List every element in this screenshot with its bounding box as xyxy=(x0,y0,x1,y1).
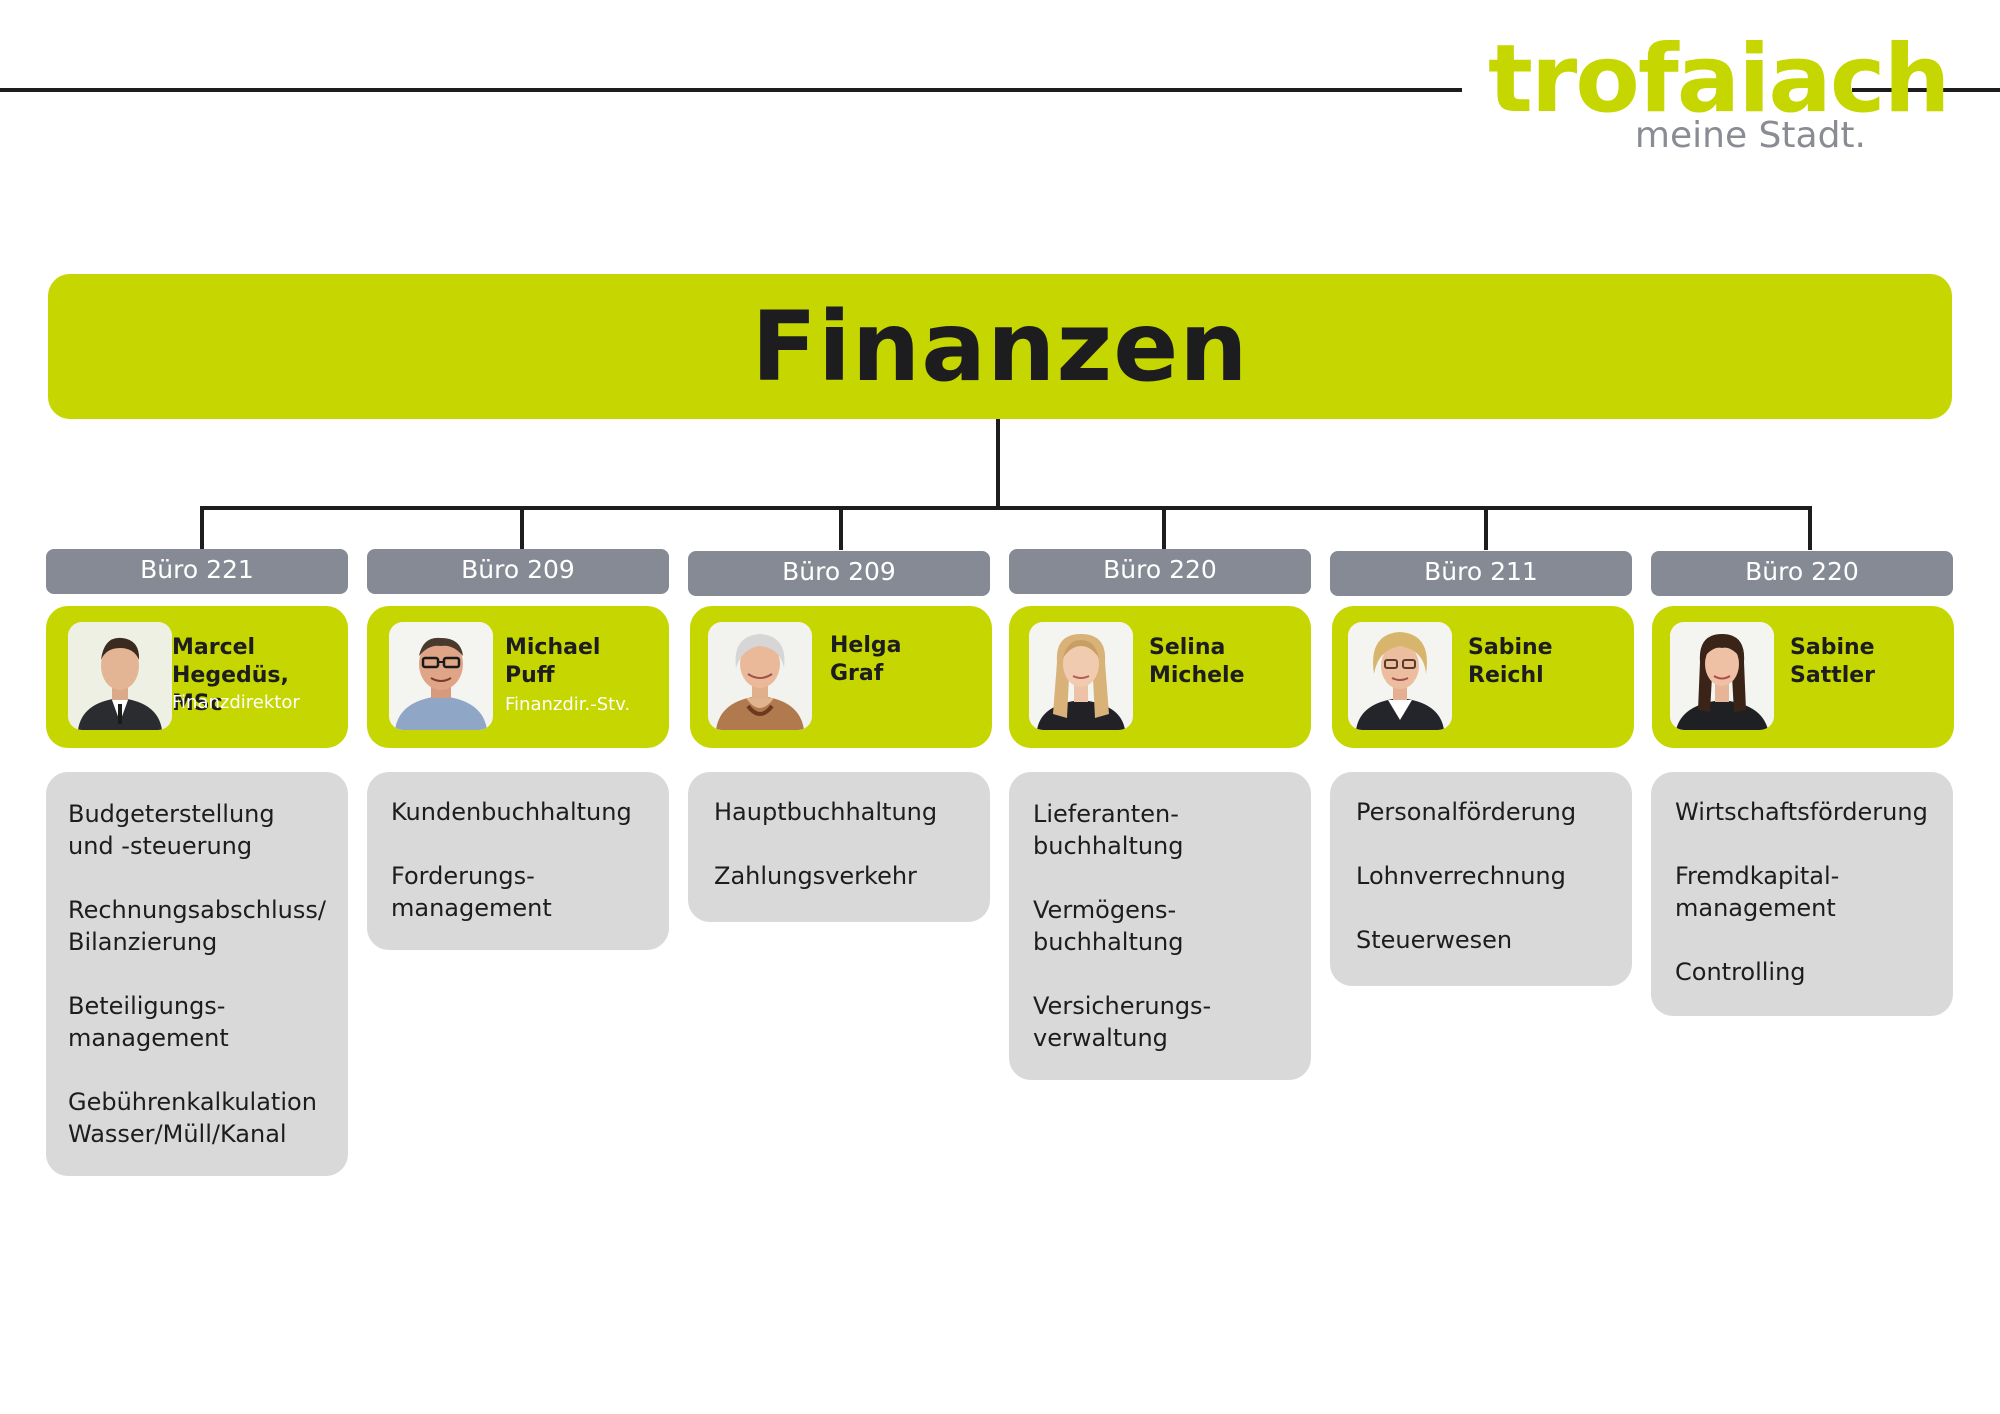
room-badge: Büro 221 xyxy=(46,549,348,594)
connector-drop-1 xyxy=(200,506,204,550)
connector-drop-3 xyxy=(839,506,843,550)
room-badge: Büro 211 xyxy=(1330,551,1632,596)
task-item: Lohnverrechnung xyxy=(1356,862,1566,890)
person-photo-woman-blonde-icon xyxy=(1029,622,1133,730)
task-item: Personalförderung xyxy=(1356,798,1577,826)
task-list: Kundenbuchhaltung Forderungs- management xyxy=(367,772,669,950)
task-item: Controlling xyxy=(1675,958,1806,986)
person-card-michael-puff: Michael Puff Finanzdir.-Stv. xyxy=(367,606,669,748)
person-card-marcel-hegedues: Marcel Hegedüs, MSc Finanzdirektor xyxy=(46,606,348,748)
room-badge: Büro 220 xyxy=(1651,551,1953,596)
task-item: Hauptbuchhaltung xyxy=(714,798,938,826)
task-item: Wirtschaftsförderung xyxy=(1675,798,1928,826)
person-name: Helga Graf xyxy=(830,633,902,686)
task-list: Personalförderung Lohnverrechnung Steuer… xyxy=(1330,772,1632,986)
department-title: Finanzen xyxy=(751,290,1249,403)
task-item: Kundenbuchhaltung xyxy=(391,798,632,826)
person-name: Marcel Hegedüs, MSc xyxy=(172,635,289,716)
logo-word: trofaiach xyxy=(1488,25,1950,134)
person-card-selina-michele: Selina Michele xyxy=(1009,606,1311,748)
connector-drop-4 xyxy=(1162,506,1166,550)
person-photo-woman-brown-hair-icon xyxy=(1670,622,1774,730)
person-card-sabine-sattler: Sabine Sattler xyxy=(1652,606,1954,748)
person-card-sabine-reichl: Sabine Reichl xyxy=(1332,606,1634,748)
task-item: Budgeterstellung und -steuerung xyxy=(68,800,275,860)
person-photo-woman-grey-hair-icon xyxy=(708,622,812,730)
task-item: Rechnungsabschluss/ Bilanzierung xyxy=(68,896,326,956)
person-card-helga-graf: Helga Graf xyxy=(690,606,992,748)
connector-horizontal xyxy=(200,506,1812,510)
task-list: Lieferanten- buchhaltung Vermögens- buch… xyxy=(1009,772,1311,1080)
header-line-left xyxy=(0,88,1462,92)
person-name: Sabine Sattler xyxy=(1790,635,1876,688)
task-item: Zahlungsverkehr xyxy=(714,862,917,890)
task-item: Versicherungs- verwaltung xyxy=(1033,992,1212,1052)
task-item: Fremdkapital- management xyxy=(1675,862,1840,922)
task-item: Vermögens- buchhaltung xyxy=(1033,896,1184,956)
connector-drop-5 xyxy=(1484,506,1488,550)
person-photo-man-glasses-icon xyxy=(389,622,493,730)
room-badge: Büro 209 xyxy=(688,551,990,596)
person-photo-woman-curly-blonde-icon xyxy=(1348,622,1452,730)
task-item: Gebührenkalkulation Wasser/Müll/Kanal xyxy=(68,1088,317,1148)
room-badge: Büro 220 xyxy=(1009,549,1311,594)
connector-drop-6 xyxy=(1808,506,1812,550)
connector-trunk xyxy=(996,419,1000,509)
department-title-bar: Finanzen xyxy=(48,274,1952,419)
person-name: Michael Puff xyxy=(505,635,601,688)
person-name: Selina Michele xyxy=(1149,635,1245,688)
task-item: Lieferanten- buchhaltung xyxy=(1033,800,1184,860)
person-role: Finanzdir.-Stv. xyxy=(505,694,631,715)
connector-drop-2 xyxy=(520,506,524,550)
task-list: Hauptbuchhaltung Zahlungsverkehr xyxy=(688,772,990,922)
room-badge: Büro 209 xyxy=(367,549,669,594)
header-line-right xyxy=(1852,88,2000,92)
person-photo-man-suit-icon xyxy=(68,622,172,730)
task-list: Wirtschaftsförderung Fremdkapital- manag… xyxy=(1651,772,1953,1016)
trofaiach-logo: trofaiach meine Stadt. xyxy=(1488,30,1950,156)
task-list: Budgeterstellung und -steuerung Rechnung… xyxy=(46,772,348,1176)
task-item: Forderungs- management xyxy=(391,862,552,922)
task-item: Steuerwesen xyxy=(1356,926,1513,954)
person-role: Finanzdirektor xyxy=(172,692,300,713)
logo-tagline: meine Stadt. xyxy=(1634,115,1866,156)
person-name: Sabine Reichl xyxy=(1468,635,1553,688)
task-item: Beteiligungs- management xyxy=(68,992,229,1052)
